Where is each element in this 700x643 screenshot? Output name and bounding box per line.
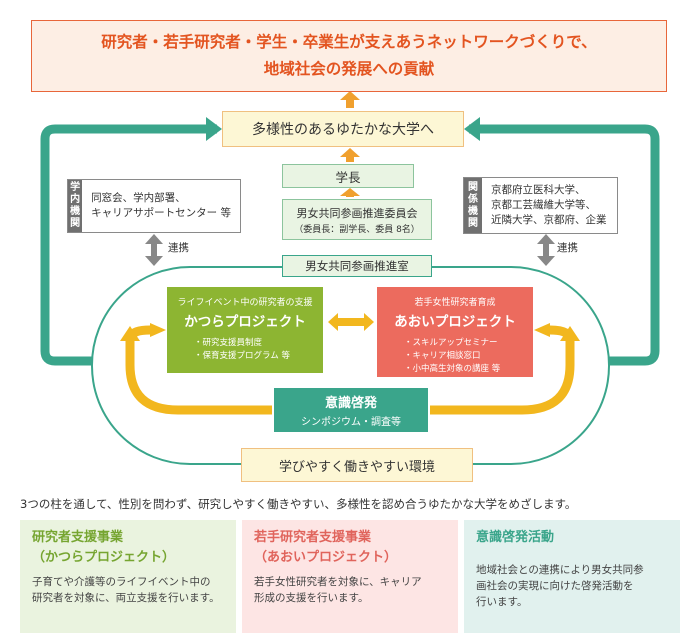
panel-title: 若手研究者支援事業 （あおいプロジェクト） xyxy=(254,528,446,568)
renkei-arrow-right xyxy=(537,234,555,266)
outer-frame-left xyxy=(40,124,217,366)
ishiki-subtitle: シンポジウム・調査等 xyxy=(301,417,401,428)
renkei-label-right: 連携 xyxy=(557,242,578,254)
related-institutions-text: 京都府立医科大学、 京都工芸繊維大学等、 近隣大学、京都府、企業 xyxy=(482,178,616,233)
cycle-arrow-right-top xyxy=(549,325,575,341)
panel-title-line: 研究者支援事業 xyxy=(32,530,124,545)
aoi-item: ・キャリア相談窓口 xyxy=(404,351,481,361)
vision-banner-line-1: 研究者・若手研究者・学生・卒業生が支えあうネットワークづくりで、 xyxy=(101,33,597,51)
inner-institutions-line: 同窓会、学内部署、 xyxy=(91,192,186,204)
panel-body-line: 画社会の実現に向けた啓発活動を xyxy=(476,580,634,592)
renkei-label-left: 連携 xyxy=(168,242,189,254)
inner-institutions-tab: 学 内 機 関 xyxy=(68,180,83,232)
related-institutions-tab-char: 関 xyxy=(468,181,478,193)
related-institutions-tab-char: 関 xyxy=(468,217,478,229)
inner-institutions-tab-char: 関 xyxy=(70,218,81,229)
president-box: 学長 xyxy=(282,164,414,188)
related-institutions-line: 京都府立医科大学、 xyxy=(491,184,586,196)
inner-institutions-tab-char: 学 xyxy=(70,182,81,193)
panel-title-line: （かつらプロジェクト） xyxy=(32,550,176,565)
related-institutions-line: 近隣大学、京都府、企業 xyxy=(491,214,607,226)
katsura-project-card: ライフイベント中の研究者の支援 かつらプロジェクト ・研究支援員制度 ・保育支援… xyxy=(167,287,323,373)
katsura-items: ・研究支援員制度 ・保育支援プログラム 等 xyxy=(194,337,323,363)
inner-institutions-tab-char: 機 xyxy=(70,206,81,217)
up-arrow-to-president xyxy=(340,188,360,197)
environment-box: 学びやすく働きやすい環境 xyxy=(241,448,473,482)
panel-body-line: 地域社会との連携により男女共同参 xyxy=(476,564,644,576)
panel-body-line: 行います。 xyxy=(476,596,528,608)
outer-frame-right-arrowhead xyxy=(464,117,480,141)
related-institutions-tab-char: 係 xyxy=(468,193,478,205)
aoi-item: ・スキルアップセミナー xyxy=(404,338,498,348)
office-box: 男女共同参画推進室 xyxy=(282,255,432,277)
inner-institutions-box: 学 内 機 関 同窓会、学内部署、 キャリアサポートセンター 等 xyxy=(67,179,241,233)
related-institutions-box: 関 係 機 関 京都府立医科大学、 京都工芸繊維大学等、 近隣大学、京都府、企業 xyxy=(463,177,618,234)
panel-title-line: 意識啓発活動 xyxy=(476,530,555,545)
up-arrow-to-banner xyxy=(340,91,360,108)
katsura-item: ・研究支援員制度 xyxy=(194,338,263,348)
aoi-title: あおいプロジェクト xyxy=(394,314,516,330)
panel-body: 若手女性研究者を対象に、キャリア 形成の支援を行います。 xyxy=(254,574,446,606)
aoi-project-card: 若手女性研究者育成 あおいプロジェクト ・スキルアップセミナー ・キャリア相談窓… xyxy=(377,287,533,377)
cycle-arrow-left-tail-head xyxy=(150,323,166,337)
panel-researcher-support: 研究者支援事業 （かつらプロジェクト） 子育てや介護等のライフイベント中の 研究… xyxy=(20,520,236,633)
vision-banner-line-2: 地域社会の発展への貢献 xyxy=(263,60,435,78)
related-institutions-tab: 関 係 機 関 xyxy=(464,178,482,233)
inner-institutions-text: 同窓会、学内部署、 キャリアサポートセンター 等 xyxy=(82,180,240,232)
ishiki-title: 意識啓発 xyxy=(324,396,377,411)
related-institutions-tab-char: 機 xyxy=(468,205,478,217)
cycle-arrow-left xyxy=(125,338,272,415)
aoi-subtitle: 若手女性研究者育成 xyxy=(414,298,496,308)
inner-institutions-line: キャリアサポートセンター 等 xyxy=(91,207,231,219)
committee-box: 男女共同参画推進委員会 （委員長：副学長、委員 8名） xyxy=(282,199,432,240)
panel-title-line: （あおいプロジェクト） xyxy=(254,550,398,565)
panel-body: 地域社会との連携により男女共同参 画社会の実現に向けた啓発活動を 行います。 xyxy=(476,562,668,610)
panel-young-researcher-support: 若手研究者支援事業 （あおいプロジェクト） 若手女性研究者を対象に、キャリア 形… xyxy=(242,520,458,633)
panel-body-line: 子育てや介護等のライフイベント中の xyxy=(32,576,211,588)
cycle-arrow-right-tail-head xyxy=(534,323,550,337)
panel-title: 研究者支援事業 （かつらプロジェクト） xyxy=(32,528,224,568)
up-arrow-to-goal xyxy=(340,148,360,162)
outer-frame-right xyxy=(469,124,660,366)
panel-title: 意識啓発活動 xyxy=(476,528,668,548)
panel-body: 子育てや介護等のライフイベント中の 研究者を対象に、両立支援を行います。 xyxy=(32,574,224,606)
inner-institutions-tab-char: 内 xyxy=(70,194,81,205)
aoi-item: ・小中高生対象の講座 等 xyxy=(404,364,501,374)
outer-frame-left-arrowhead xyxy=(206,117,222,141)
committee-title: 男女共同参画推進委員会 xyxy=(296,206,418,220)
aoi-items: ・スキルアップセミナー ・キャリア相談窓口 ・小中高生対象の講座 等 xyxy=(404,337,533,376)
katsura-aoi-double-arrow xyxy=(328,313,374,331)
panel-title-line: 若手研究者支援事業 xyxy=(254,530,372,545)
panel-body-line: 形成の支援を行います。 xyxy=(254,592,369,604)
renkei-arrow-left xyxy=(145,234,163,266)
panel-body-line: 研究者を対象に、両立支援を行います。 xyxy=(32,592,220,604)
panel-body-line: 若手女性研究者を対象に、キャリア xyxy=(254,576,422,588)
katsura-subtitle: ライフイベント中の研究者の支援 xyxy=(177,298,313,308)
katsura-title: かつらプロジェクト xyxy=(184,314,306,330)
ishiki-keihatsu-card: 意識啓発 シンポジウム・調査等 xyxy=(274,388,428,432)
cycle-arrow-right xyxy=(430,338,575,415)
vision-banner: 研究者・若手研究者・学生・卒業生が支えあうネットワークづくりで、 地域社会の発展… xyxy=(31,20,667,92)
committee-members: （委員長：副学長、委員 8名） xyxy=(294,224,420,235)
caption-text: 3つの柱を通して、性別を問わず、研究しやすく働きやすい、多様性を認め合うゆたかな… xyxy=(20,497,577,511)
goal-box: 多様性のあるゆたかな大学へ xyxy=(222,111,464,147)
panel-awareness-activities: 意識啓発活動 地域社会との連携により男女共同参 画社会の実現に向けた啓発活動を … xyxy=(464,520,680,633)
related-institutions-line: 京都工芸繊維大学等、 xyxy=(491,199,596,211)
cycle-arrow-left-top xyxy=(125,325,151,341)
katsura-item: ・保育支援プログラム 等 xyxy=(194,351,290,361)
